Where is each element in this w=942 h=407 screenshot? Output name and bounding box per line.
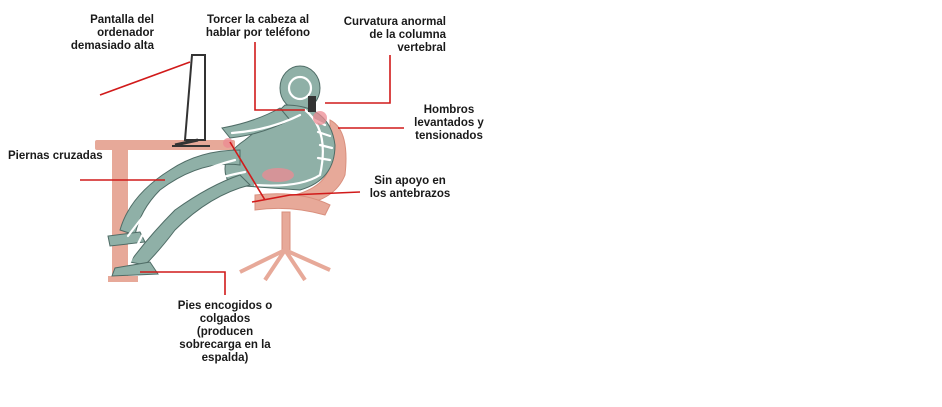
- monitor: [172, 55, 210, 146]
- label-shoulders: Hombros levantados y tensionados: [404, 104, 494, 143]
- label-legs-crossed: Piernas cruzadas: [8, 150, 128, 163]
- label-feet: Pies encogidos o colgados (producen sobr…: [160, 300, 290, 365]
- label-spine-curve: Curvatura anormal de la columna vertebra…: [328, 16, 446, 55]
- label-head-twist: Torcer la cabeza al hablar por teléfono: [196, 14, 320, 40]
- label-monitor-high: Pantalla del ordenador demasiado alta: [42, 14, 154, 53]
- seated-figure: [108, 66, 335, 276]
- label-no-forearm-support: Sin apoyo en los antebrazos: [362, 175, 458, 201]
- phone: [308, 96, 316, 112]
- posture-diagram: [80, 42, 404, 295]
